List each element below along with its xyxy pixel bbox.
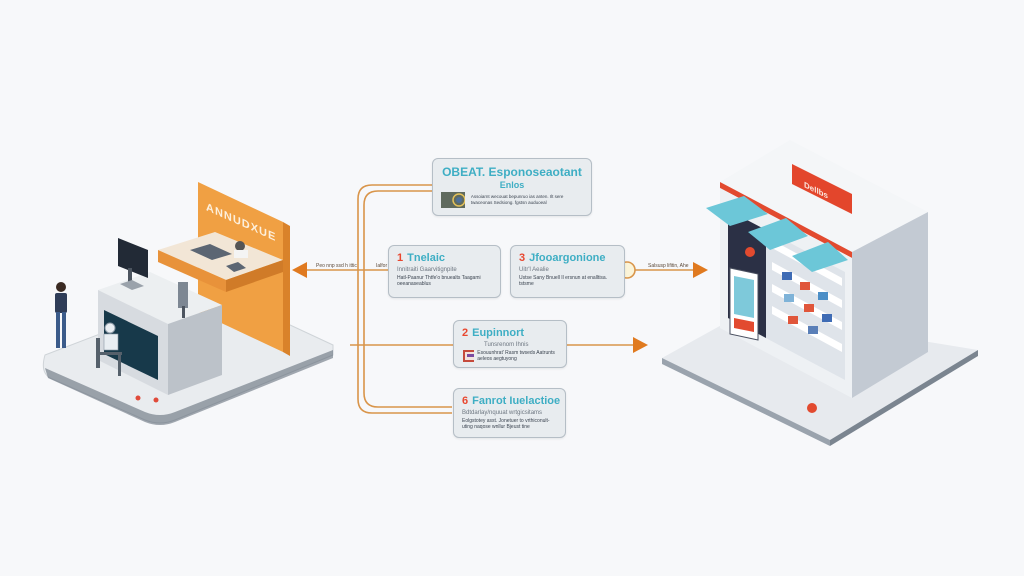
step-description: Ustse Sany Bnuell Il ersnun at enalltisa… <box>519 275 608 287</box>
monitor-icon <box>118 238 148 278</box>
step-subtitle: Innitraiti Gaarvitignpite <box>397 267 457 273</box>
awning-1 <box>706 196 768 226</box>
awning-2 <box>748 218 808 250</box>
arrow-head-right-lower <box>633 337 648 353</box>
step-number: 2 <box>462 327 469 339</box>
step-description: Esouunhrat' Rasm twseds Aatrunts aeleos … <box>477 350 555 362</box>
step-title: Eupinnort <box>472 327 525 339</box>
step-description: Hatl-Paanur Thtfe'o bnuealts Taagami oee… <box>397 275 481 287</box>
step-number: 6 <box>462 395 469 407</box>
step-subtitle: Uitr'l Aealie <box>519 267 549 273</box>
awning-3 <box>792 242 848 272</box>
arrow-head-left <box>292 262 307 278</box>
step-subtitle: Bdtdarlay/nquuat wrtgicsitams <box>462 410 543 416</box>
store-side <box>852 212 928 398</box>
step-subtitle: Tunsrenom Ihnis <box>484 342 529 348</box>
arrow-head-right-upper <box>693 262 708 278</box>
loop-connector-outer <box>357 184 452 414</box>
flow-label-right: Salsusp lifitin, Ahe <box>648 263 689 269</box>
person-seated <box>104 322 116 334</box>
step-number: 1 <box>397 252 404 264</box>
keyboard-icon <box>190 244 232 260</box>
step-title: Fanrot Iuelactioe <box>472 395 561 407</box>
person-standing <box>56 282 66 292</box>
step-description: Eolgstotey asst. Jonetuer to vrthiconult… <box>462 418 550 430</box>
center-card[interactable]: OBEAT. Esponoseaotant Enlos Assoiarnt we… <box>432 158 592 216</box>
center-card-description: Assoiarnt wecouat bepunruo ias anten. Il… <box>470 194 564 205</box>
center-card-title-line2: Enlos <box>499 180 525 190</box>
step-title: Tnelaic <box>407 252 446 264</box>
step-title: Jfooargonione <box>529 252 606 264</box>
shopping-bag-icon <box>463 350 475 362</box>
flow-label-left-b: Ialfor <box>376 263 388 269</box>
step-number: 3 <box>519 252 526 264</box>
center-card-thumbnail <box>441 192 465 208</box>
flow-label-left-a: Peo nnp ssd h ittic <box>316 263 357 269</box>
store-sign <box>792 164 852 214</box>
loop-connector-inner <box>363 190 452 408</box>
center-card-title: OBEAT. Esponoseaotant <box>442 165 582 179</box>
